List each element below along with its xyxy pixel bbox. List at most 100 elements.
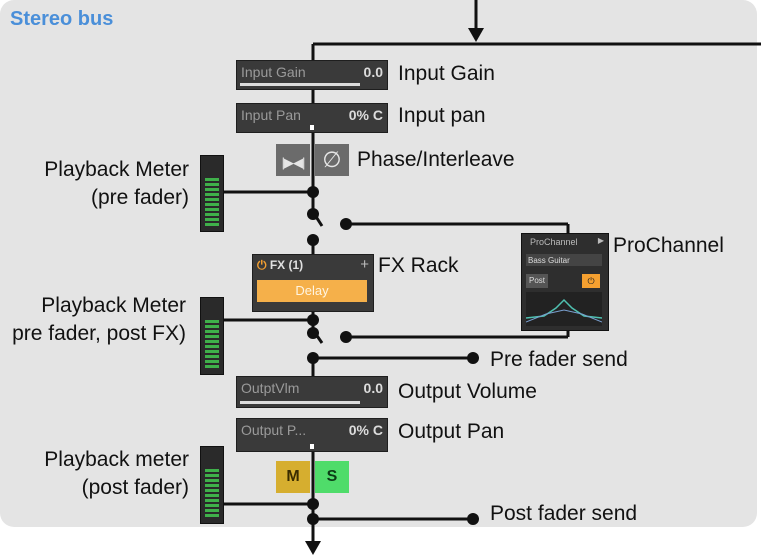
meter-segment [205,223,219,226]
meter-segment [205,340,219,343]
prochannel-strip-name: Bass Guitar [528,256,570,265]
meter-segment [205,494,219,497]
output-pan-label: Output Pan [398,420,505,443]
switch1-node-b [340,218,352,230]
meter-segment [205,484,219,487]
switch2-node-b [340,331,352,343]
output-pan-knob[interactable]: Output P... 0% C [236,418,388,452]
prochannel-strip-bar [526,254,602,266]
switch1-node-c [307,234,319,246]
input-gain-name: Input Gain [241,64,306,80]
meter1-label: Playback Meter (pre fader) [0,156,189,212]
playback-meter-post-fader [200,446,224,524]
phase-interleave-label: Phase/Interleave [357,148,515,171]
output-pan-value: 0% C [348,422,383,438]
prochannel-eq-curve [526,292,602,326]
fx-rack-header: ⏻ FX (1) [257,258,303,273]
meter-segment [205,188,219,191]
meter-segment [205,330,219,333]
meter-segment [205,213,219,216]
prochannel-post-button[interactable]: Post [526,274,548,288]
output-volume-label: Output Volume [398,380,537,403]
solo-button[interactable]: S [315,461,349,493]
prochannel-mini-title: ProChannel [530,237,578,247]
input-pan-name: Input Pan [241,107,301,123]
meter-segment [205,218,219,221]
meter-segment [205,365,219,368]
switch1-node-a [307,208,319,220]
meter-segment [205,193,219,196]
prochannel-module[interactable]: ProChannel ▶ Bass Guitar Post ⏻ [521,233,609,331]
meter-segment [205,208,219,211]
input-gain-value: 0.0 [363,64,383,80]
meter3-label-line1: Playback meter [44,448,189,471]
meter-segment [205,474,219,477]
panel-title: Stereo bus [10,8,114,30]
prochannel-menu-icon[interactable]: ▶ [597,236,604,245]
meter-segment [205,203,219,206]
input-arrow-head [468,28,484,42]
post-send-end-node [467,513,479,525]
interleave-icon: |▶◀| [281,155,306,170]
post-send-node [307,513,319,525]
meter-segment [205,479,219,482]
output-volume-knob[interactable]: OutptVlm 0.0 [236,376,388,408]
fx-rack[interactable]: ⏻ FX (1) + Delay [252,254,374,312]
meter-segment [205,509,219,512]
interleave-button[interactable]: |▶◀| [276,144,310,176]
meter1-label-line2: (pre fader) [90,186,189,209]
pre-fader-send-label: Pre fader send [490,348,628,371]
meter-segment [205,504,219,507]
meter3-label-line2: (post fader) [81,476,189,499]
input-gain-knob[interactable]: Input Gain 0.0 [236,60,388,90]
meter-segment [205,514,219,517]
meter2-label: Playback Meter pre fader, post FX) [0,292,186,348]
prochannel-label: ProChannel [613,234,724,257]
meter-segment [205,325,219,328]
post-fader-send-label: Post fader send [490,502,638,525]
meter3-label: Playback meter (post fader) [0,446,189,502]
fx-slot-delay[interactable]: Delay [257,280,367,302]
meter-segment [205,355,219,358]
meter-segment [205,335,219,338]
meter1-tap-node [307,186,319,198]
output-volume-name: OutptVlm [241,380,300,396]
meter-segment [205,198,219,201]
fx-rack-count: FX (1) [269,258,304,272]
power-icon: ⏻ [257,258,267,272]
meter-segment [205,350,219,353]
pre-send-node [307,352,319,364]
input-pan-knob[interactable]: Input Pan 0% C [236,103,388,133]
fx-rack-label: FX Rack [378,254,459,277]
pre-send-end-node [467,352,479,364]
phase-invert-icon: ∅ [322,147,342,172]
input-gain-label: Input Gain [398,62,495,85]
meter-segment [205,489,219,492]
output-volume-value: 0.0 [363,380,383,396]
meter-segment [205,499,219,502]
input-pan-value: 0% C [348,107,383,123]
meter-segment [205,183,219,186]
prochannel-power-icon[interactable]: ⏻ [582,274,600,288]
add-fx-icon[interactable]: + [360,256,369,273]
input-pan-center-tick [310,125,314,130]
meter1-label-line1: Playback Meter [44,158,189,181]
mute-button[interactable]: M [276,461,310,493]
meter-segment [205,345,219,348]
meter2-label-line1: Playback Meter [41,294,186,317]
input-pan-label: Input pan [398,104,486,127]
output-volume-level-bar [240,401,360,404]
playback-meter-pre-fader [200,155,224,232]
meter3-tap-node [307,498,319,510]
phase-invert-button[interactable]: ∅ [315,144,349,176]
meter-segment [205,469,219,472]
meter-segment [205,320,219,323]
input-gain-level-bar [240,83,360,86]
meter2-tap-node [307,314,319,326]
output-arrow-head [305,541,321,555]
meter2-label-line2: pre fader, post FX) [12,322,186,345]
playback-meter-pre-fader-post-fx [200,297,224,375]
output-pan-name: Output P... [241,422,307,438]
meter-segment [205,360,219,363]
